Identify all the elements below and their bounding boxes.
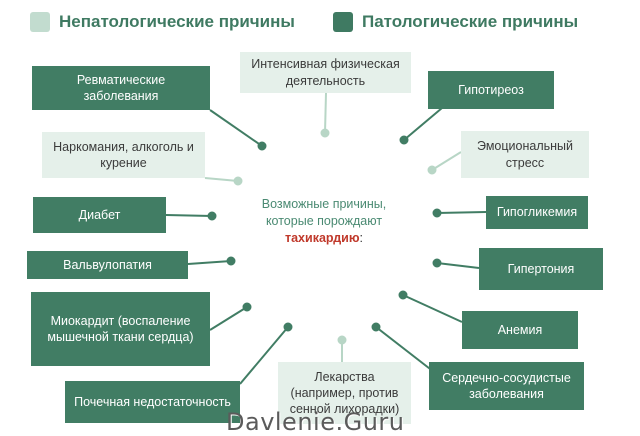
center-caption-line2: которые порождают — [265, 213, 383, 228]
cause-physical-activity: Интенсивная физическая деятельность — [240, 52, 411, 93]
cause-cardiovascular-diseases: Сердечно-сосудистые заболевания — [429, 362, 584, 410]
legend-label-nonpathological: Непатологические причины — [59, 12, 295, 31]
legend-swatch-dark — [333, 12, 353, 32]
cause-medications: Лекарства (например, против сенной лихор… — [278, 362, 411, 424]
legend-label-pathological: Патологические причины — [362, 12, 579, 31]
watermark: Davlenie.Guru — [226, 408, 405, 436]
center-caption-suffix: : — [359, 230, 364, 245]
cause-renal-failure: Почечная недостаточность — [65, 381, 240, 423]
center-caption-line1: Возможные причины, — [261, 197, 387, 211]
cause-anemia: Анемия — [462, 311, 578, 349]
cause-emotional-stress: Эмоциональный стресс — [461, 131, 589, 178]
legend-nonpathological: Непатологические причины — [30, 12, 295, 32]
center-caption: Возможные причины, которые порождают тах… — [250, 196, 398, 247]
cause-hypertension: Гипертония — [479, 248, 603, 290]
cause-drugs-alcohol-smoking: Наркомания, алкоголь и курение — [42, 132, 205, 178]
cause-hypoglycemia: Гипогликемия — [486, 196, 588, 229]
cause-myocarditis: Миокардит (воспаление мышечной ткани сер… — [31, 292, 210, 366]
cause-diabetes: Диабет — [33, 197, 166, 233]
cause-valvulopathy: Вальвулопатия — [27, 251, 188, 279]
center-caption-highlight: тахикардию — [284, 230, 360, 245]
legend-pathological: Патологические причины — [333, 12, 578, 32]
cause-hypothyroidism: Гипотиреоз — [428, 71, 554, 109]
legend-swatch-light — [30, 12, 50, 32]
cause-rheumatic-diseases: Ревматические заболевания — [32, 66, 210, 110]
